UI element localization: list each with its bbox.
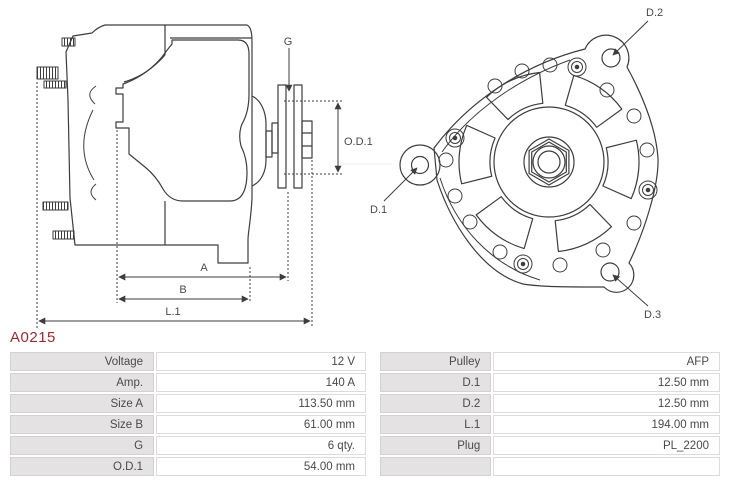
- hole-d3: [600, 262, 620, 282]
- end-body-outline: [433, 34, 659, 293]
- spec-label: G: [10, 436, 155, 455]
- spec-value: [493, 457, 720, 476]
- spec-label: Pulley: [380, 352, 492, 371]
- alternator-end-view: [383, 20, 659, 307]
- rear-bracket-detail: [83, 85, 97, 201]
- spec-row: Size B 61.00 mm: [10, 415, 366, 434]
- spec-label: D.1: [380, 373, 492, 392]
- center-hub: [493, 106, 605, 218]
- spec-row: Amp. 140 A: [10, 373, 366, 392]
- hole-d2: [601, 48, 621, 68]
- spec-label: O.D.1: [10, 457, 155, 476]
- spec-value: 54.00 mm: [156, 457, 366, 476]
- technical-diagram: G O.D.1 A B L.1: [36, 7, 663, 330]
- rotor-silhouette: [115, 39, 250, 202]
- spec-label: Size A: [10, 394, 155, 413]
- spec-row: D.1 12.50 mm: [380, 373, 720, 392]
- shaft-step: [265, 130, 273, 158]
- spec-row: O.D.1 54.00 mm: [10, 457, 366, 476]
- dim-label-l1: L.1: [165, 306, 180, 318]
- spec-value: 140 A: [156, 373, 366, 392]
- alternator-side-view: [36, 24, 344, 330]
- shaft-spacer: [271, 122, 279, 154]
- spec-value: 12.50 mm: [493, 394, 720, 413]
- spec-label: Size B: [10, 415, 155, 434]
- dim-label-b: B: [179, 284, 186, 296]
- dim-label-a: A: [200, 262, 208, 274]
- spec-value: AFP: [493, 352, 720, 371]
- spec-value: 12.50 mm: [493, 373, 720, 392]
- pulley: [277, 84, 313, 189]
- extension-lines: [36, 82, 344, 330]
- spec-value: PL_2200: [493, 436, 720, 455]
- spec-label: D.2: [380, 394, 492, 413]
- spec-label: Plug: [380, 436, 492, 455]
- fan-slots: [458, 71, 640, 253]
- part-number: A0215: [10, 329, 56, 346]
- bearing-nose: [251, 95, 267, 187]
- spec-value: 194.00 mm: [493, 415, 720, 434]
- spec-row: D.2 12.50 mm: [380, 394, 720, 413]
- hole-label-d3: D.3: [644, 309, 661, 321]
- hole-label-d2: D.2: [646, 7, 663, 19]
- spec-value: 61.00 mm: [156, 415, 366, 434]
- spec-label: [380, 457, 492, 476]
- dim-label-od1: O.D.1: [344, 136, 373, 148]
- spec-row: Plug PL_2200: [380, 436, 720, 455]
- spec-row: [380, 457, 720, 476]
- spec-label: Voltage: [10, 352, 155, 371]
- threaded-studs: [36, 37, 76, 240]
- spec-value: 113.50 mm: [156, 394, 366, 413]
- dimension-lines: [38, 48, 342, 325]
- spec-row: Size A 113.50 mm: [10, 394, 366, 413]
- mount-ear: [399, 144, 441, 186]
- spec-row: G 6 qty.: [10, 436, 366, 455]
- spec-label: Amp.: [10, 373, 155, 392]
- spec-value: 6 qty.: [156, 436, 366, 455]
- spec-table-left: Voltage 12 V Amp. 140 A Size A 113.50 mm…: [8, 350, 368, 478]
- spec-row: L.1 194.00 mm: [380, 415, 720, 434]
- hole-label-d1: D.1: [370, 204, 387, 216]
- dim-label-g: G: [284, 36, 293, 48]
- spec-row: Pulley AFP: [380, 352, 720, 371]
- spec-table: Voltage 12 V Amp. 140 A Size A 113.50 mm…: [8, 350, 722, 478]
- vent-holes: [438, 57, 655, 273]
- spec-row: Voltage 12 V: [10, 352, 366, 371]
- rivets: [445, 57, 658, 274]
- leader-lines: [383, 20, 649, 307]
- spec-value: 12 V: [156, 352, 366, 371]
- housing-outline: [65, 24, 253, 264]
- spec-label: L.1: [380, 415, 492, 434]
- spec-table-right: Pulley AFP D.1 12.50 mm D.2 12.50 mm L.1…: [378, 350, 722, 478]
- hole-d1: [410, 155, 430, 175]
